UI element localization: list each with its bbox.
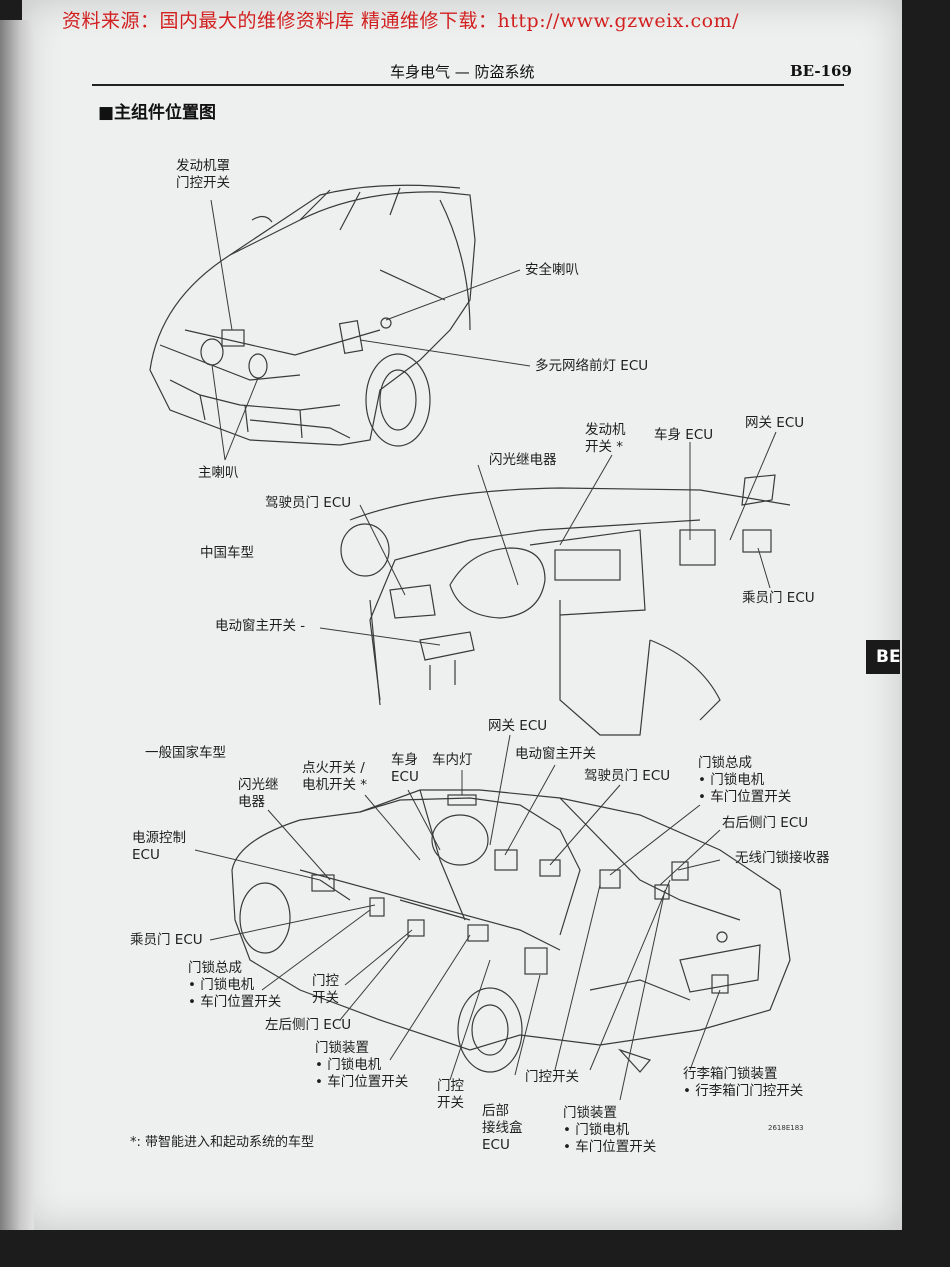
sedan-view [231, 789, 791, 1073]
label-engine-switch-cn: 发动机 开关 * [585, 422, 626, 455]
label-rr-door-ecu: 右后侧门 ECU [722, 815, 809, 831]
label-door-lock-rr: 门锁装置 • 门锁电机 • 车门位置开关 [563, 1105, 657, 1155]
label-security-horn: 安全喇叭 [525, 262, 579, 278]
figure-code: 2618E183 [768, 1124, 804, 1132]
label-power-window-master-gen: 电动窗主开关 [515, 746, 596, 762]
label-gateway-ecu-gen: 网关 ECU [488, 718, 548, 734]
label-power-control-ecu: 电源控制 ECU [132, 830, 186, 863]
label-hood-courtesy-switch: 发动机罩 门控开关 [176, 158, 230, 191]
header-rule [92, 84, 844, 86]
label-body-ecu-gen: 车身 ECU [391, 752, 419, 785]
label-rl-door-ecu: 左后侧门 ECU [265, 1017, 352, 1033]
label-passenger-door-ecu-gen: 乘员门 ECU [130, 932, 203, 948]
source-watermark: 资料来源：国内最大的维修资料库 精通维修下载：http://www.gzweix… [62, 10, 739, 32]
label-courtesy-switch-right: 门控 开关 [437, 1078, 464, 1111]
label-room-light: 车内灯 [432, 752, 473, 768]
label-courtesy-switch-rear: 门控开关 [525, 1069, 579, 1085]
label-passenger-door-ecu-cn: 乘员门 ECU [742, 590, 815, 606]
manual-page [22, 0, 902, 1230]
engine-bay-view [149, 184, 476, 447]
label-courtesy-switch-left: 门控 开关 [312, 973, 339, 1006]
label-main-horn: 主喇叭 [198, 465, 239, 481]
label-flasher-relay-cn: 闪光继电器 [489, 452, 557, 468]
label-door-lock-assy-rr: 门锁总成 • 门锁电机 • 车门位置开关 [698, 755, 792, 805]
footnote: *: 带智能进入和起动系统的车型 [130, 1135, 315, 1150]
label-door-lock-rl: 门锁装置 • 门锁电机 • 车门位置开关 [315, 1040, 409, 1090]
label-body-ecu-cn: 车身 ECU [654, 427, 714, 443]
label-driver-door-ecu-cn: 驾驶员门 ECU [265, 495, 352, 511]
label-headlamp-ecu: 多元网络前灯 ECU [535, 358, 649, 374]
section-title: ■主组件位置图 [98, 103, 217, 123]
label-flasher-relay-gen: 闪光继 电器 [238, 777, 279, 810]
interior-view [340, 474, 791, 736]
label-rear-junction-ecu: 后部 接线盒 ECU [482, 1103, 523, 1153]
general-model-heading: 一般国家车型 [145, 745, 226, 761]
page-number: BE-169 [790, 62, 852, 80]
label-gateway-ecu-cn: 网关 ECU [745, 415, 805, 431]
label-wireless-receiver: 无线门锁接收器 [735, 850, 830, 866]
book-spine [0, 20, 34, 1230]
header-title: 车身电气 — 防盗系统 [390, 63, 535, 81]
label-door-lock-assy-fl: 门锁总成 • 门锁电机 • 车门位置开关 [188, 960, 282, 1010]
china-model-heading: 中国车型 [200, 545, 254, 561]
label-power-window-master-cn: 电动窗主开关 - [215, 618, 306, 634]
label-ignition-switch-gen: 点火开关 / 电机开关 * [302, 760, 368, 793]
label-trunk-lock: 行李箱门锁装置 • 行李箱门门控开关 [683, 1066, 804, 1099]
chapter-tab[interactable]: BE [866, 640, 901, 674]
label-driver-door-ecu-gen: 驾驶员门 ECU [584, 768, 671, 784]
